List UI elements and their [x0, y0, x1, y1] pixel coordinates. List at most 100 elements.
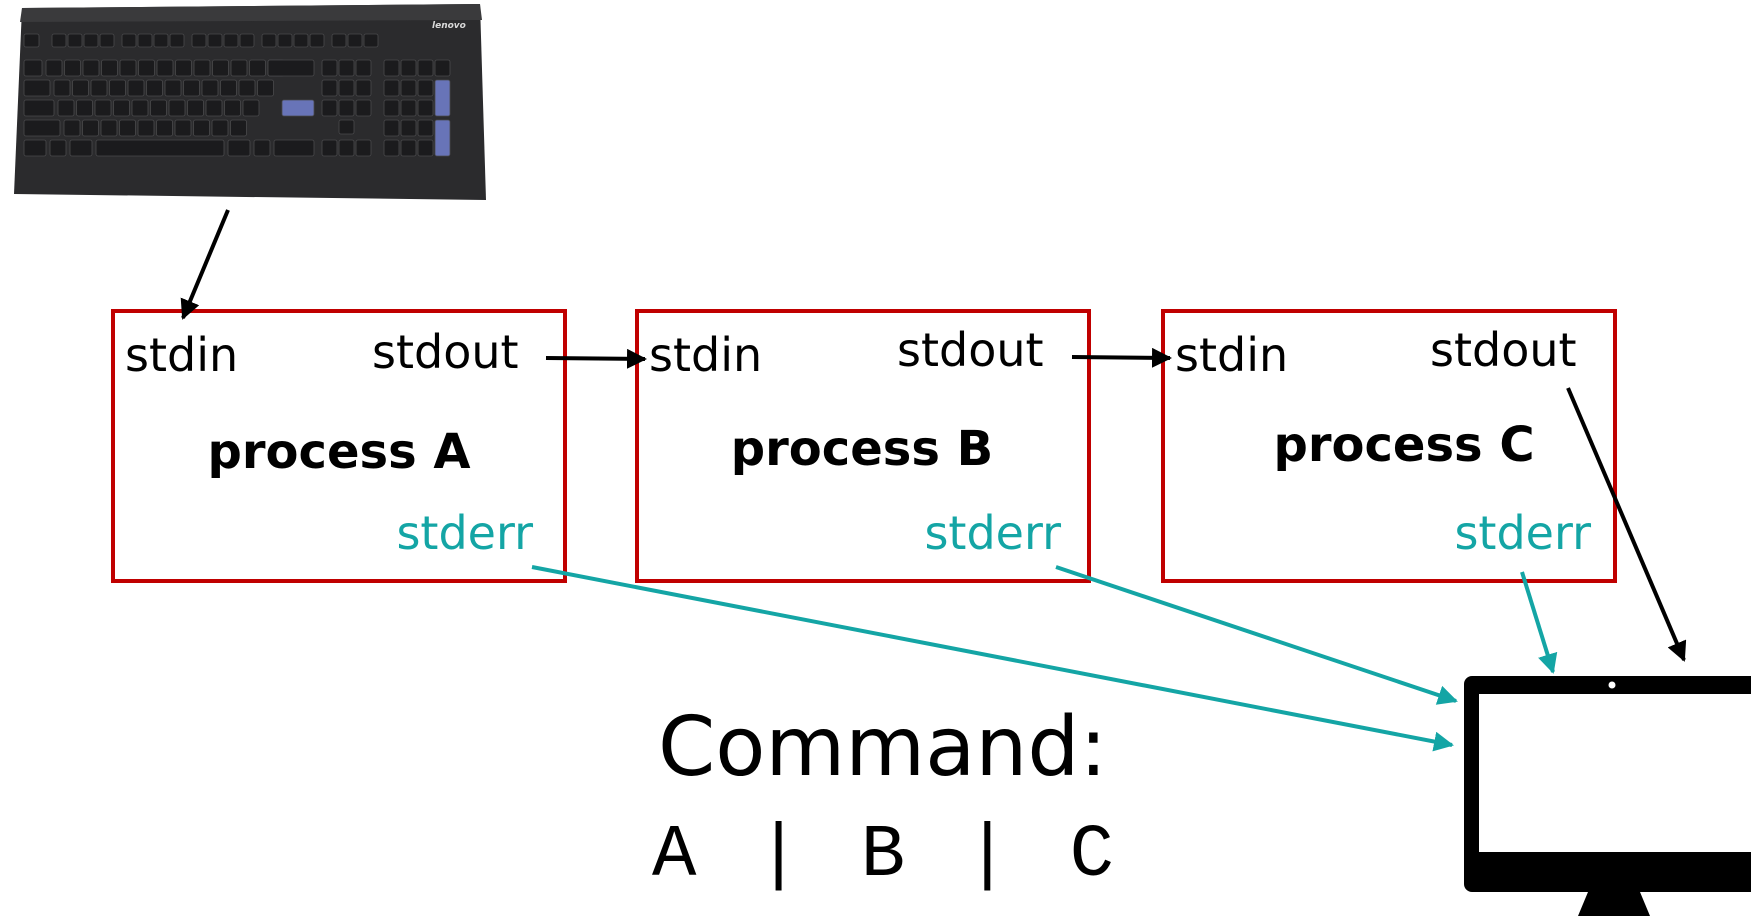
a-stderr-to-monitor-arrow — [531, 565, 1454, 752]
keyboard-key — [121, 33, 137, 48]
keyboard-key — [434, 119, 451, 157]
keyboard-key — [355, 139, 372, 157]
keyboard-key — [239, 33, 255, 48]
keyboard-key — [23, 99, 55, 117]
keyboard-key — [156, 119, 173, 137]
process-a-stdin: stdin — [125, 328, 238, 382]
c-stdout-to-monitor-arrow — [1566, 387, 1687, 662]
command-title: Command: — [658, 700, 1107, 795]
keyboard-key — [261, 33, 277, 48]
keyboard-key — [220, 79, 237, 97]
keyboard-key — [201, 79, 219, 97]
keyboard-to-stdin-arrow — [180, 209, 230, 320]
keyboard-key — [83, 33, 99, 48]
keyboard-key — [131, 99, 149, 117]
process-a-stdout: stdout — [372, 325, 519, 379]
keyboard-key — [400, 139, 417, 157]
keyboard-key — [53, 79, 71, 97]
keyboard-key — [95, 139, 225, 157]
keyboard-key — [273, 139, 315, 157]
keyboard-key — [417, 119, 434, 137]
keyboard-key — [187, 99, 204, 117]
monitor-screen — [1479, 694, 1751, 852]
monitor-camera — [1608, 681, 1616, 689]
keyboard-key — [400, 99, 417, 117]
keyboard-key — [338, 79, 355, 97]
process-box-b: stdin stdout process B stderr — [635, 309, 1091, 583]
keyboard-top-edge — [20, 4, 482, 22]
keyboard-key — [417, 79, 434, 97]
process-c-border — [1161, 309, 1617, 583]
keyboard-key — [417, 59, 434, 77]
keyboard-key — [23, 33, 40, 48]
keyboard-key — [51, 33, 67, 48]
keyboard-key — [23, 139, 47, 157]
keyboard-key — [23, 119, 61, 137]
process-c-stdout: stdout — [1430, 323, 1577, 377]
process-box-a: stdin stdout process A stderr — [111, 309, 567, 583]
keyboard-key — [355, 59, 372, 77]
keyboard-key — [23, 79, 51, 97]
b-stdout-to-c-stdin-arrow — [1071, 347, 1172, 368]
keyboard-key — [45, 59, 63, 77]
keyboard-key — [338, 99, 355, 117]
keyboard-icon: lenovo — [14, 4, 486, 200]
keyboard-keys — [23, 33, 451, 157]
keyboard-key — [355, 99, 372, 117]
keyboard-key — [193, 119, 210, 137]
process-b-name: process B — [731, 421, 993, 477]
process-a-border — [111, 309, 567, 583]
keyboard-key — [169, 33, 185, 48]
keyboard-key — [137, 119, 155, 137]
keyboard-key — [227, 139, 251, 157]
keyboard-key — [211, 119, 229, 137]
keyboard-key — [146, 79, 163, 97]
keyboard-key — [400, 79, 417, 97]
keyboard-key — [57, 99, 75, 117]
keyboard-key — [321, 79, 338, 97]
keyboard-key — [338, 119, 355, 135]
c-stderr-to-monitor-arrow — [1520, 571, 1558, 674]
keyboard-key — [63, 119, 81, 137]
keyboard-key — [249, 59, 266, 77]
keyboard-key — [76, 99, 93, 117]
keyboard-key — [119, 59, 137, 77]
keyboard-key — [100, 119, 118, 137]
keyboard-key — [257, 79, 274, 97]
keyboard-key — [174, 119, 192, 137]
keyboard-key — [331, 33, 347, 48]
process-b-stdin: stdin — [649, 328, 762, 382]
process-a-stderr: stderr — [396, 506, 533, 560]
keyboard-key — [338, 139, 355, 157]
keyboard-key — [434, 59, 451, 77]
keyboard-key — [183, 79, 200, 97]
keyboard-key — [69, 139, 93, 157]
keyboard-key — [191, 33, 207, 48]
keyboard-key — [400, 119, 417, 137]
keyboard-key — [150, 99, 167, 117]
command-text: A | B | C — [652, 814, 1114, 898]
keyboard-key — [417, 139, 434, 157]
keyboard-key — [193, 59, 211, 77]
keyboard-key — [64, 59, 81, 77]
keyboard-key — [101, 59, 118, 77]
keyboard-key — [82, 119, 99, 137]
keyboard-key — [281, 99, 315, 117]
keyboard-key — [238, 79, 256, 97]
process-b-stdout: stdout — [897, 323, 1044, 377]
process-c-stdin: stdin — [1175, 328, 1288, 382]
keyboard-key — [230, 59, 248, 77]
monitor-stand — [1578, 892, 1650, 916]
keyboard-key — [400, 59, 417, 77]
b-stderr-to-monitor-arrow — [1055, 565, 1458, 705]
keyboard-key — [383, 79, 400, 97]
keyboard-key — [127, 79, 145, 97]
keyboard-key — [137, 33, 153, 48]
keyboard-key — [109, 79, 126, 97]
process-b-border — [635, 309, 1091, 583]
keyboard-key — [82, 59, 100, 77]
keyboard-key — [363, 33, 379, 48]
process-c-name: process C — [1273, 417, 1534, 473]
keyboard-key — [355, 79, 372, 97]
keyboard-key — [383, 59, 400, 77]
